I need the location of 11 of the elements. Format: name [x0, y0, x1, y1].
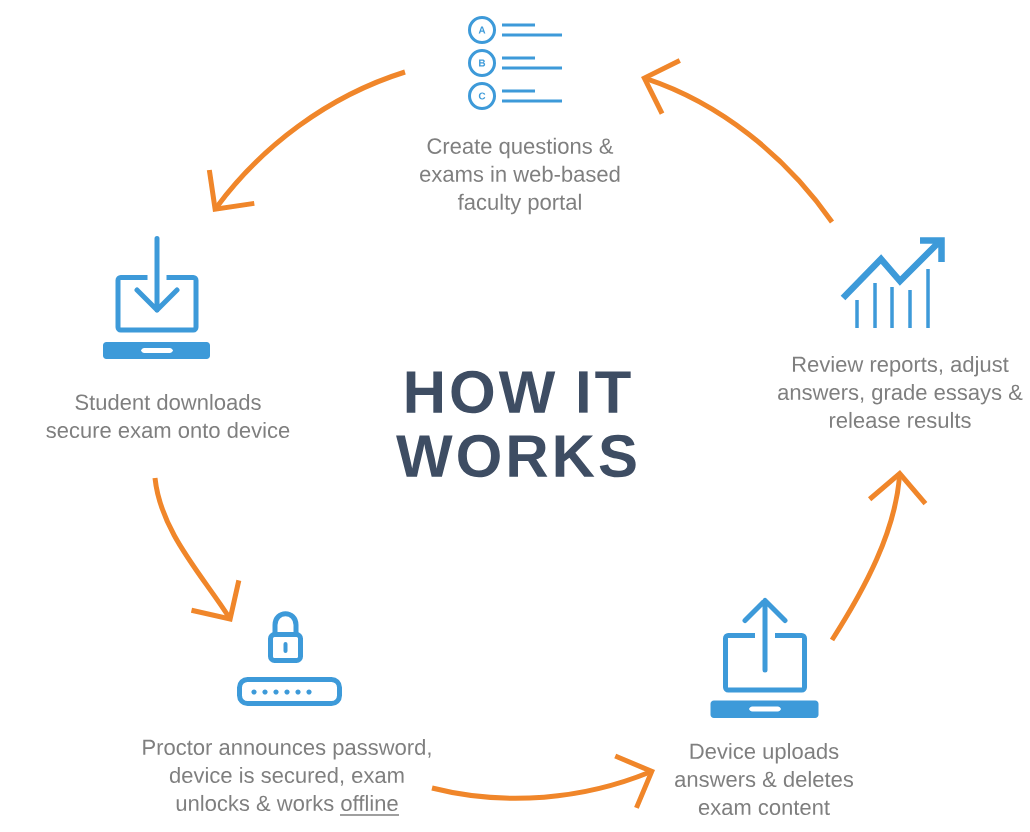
step-text: Review reports, adjust answers, grade essays & release results: [778, 355, 1023, 429]
step-text: Proctor announces password, device is secured, exam unlocks & works offline: [143, 738, 431, 812]
arrow: [641, 58, 835, 224]
title: HOW IT WORKS: [396, 370, 636, 478]
step-text: Student downloads secure exam onto device: [46, 393, 290, 439]
arrow: [431, 753, 655, 809]
arrow: [206, 69, 406, 212]
arrow: [152, 477, 242, 622]
step-text: Create questions & exams in web-based faculty portal: [420, 137, 620, 215]
arrow: [829, 470, 928, 642]
step-text: Device uploads answers & deletes exam content: [675, 742, 854, 816]
